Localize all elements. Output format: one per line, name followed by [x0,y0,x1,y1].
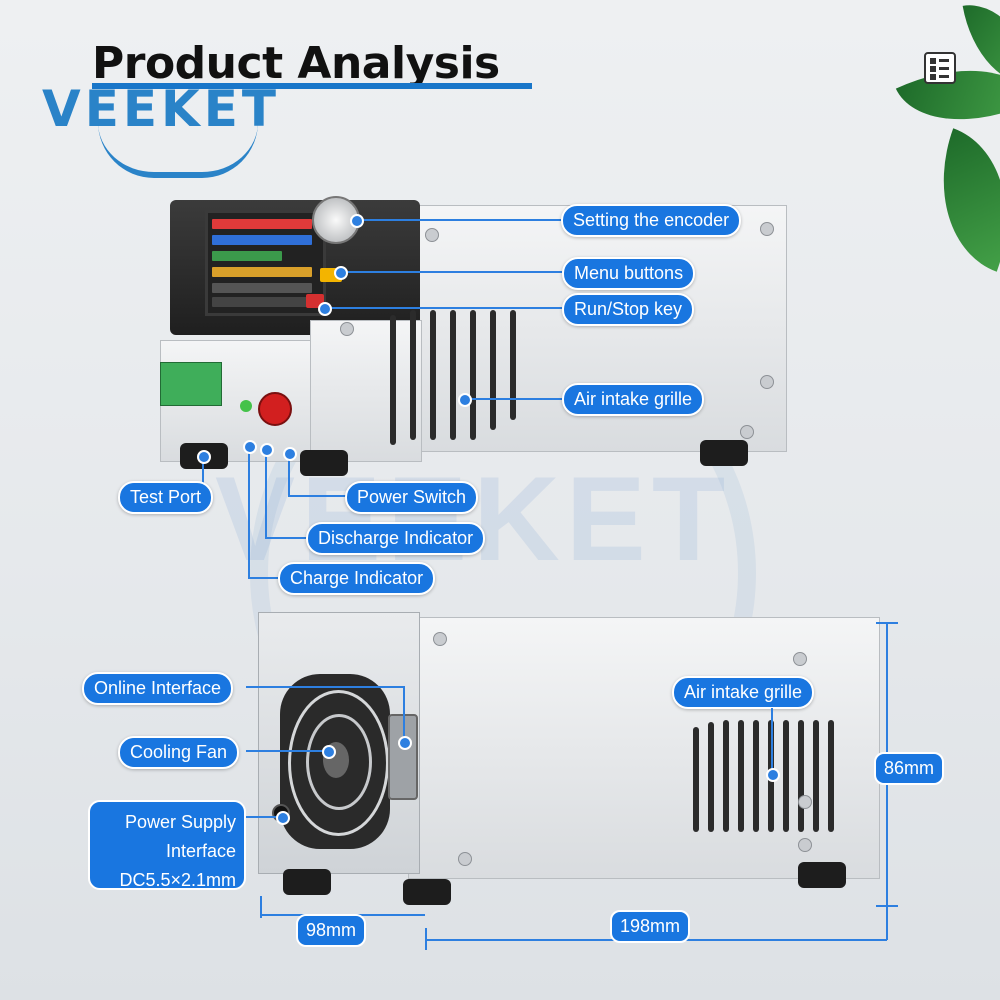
device-screen [205,210,326,316]
title-underline [92,83,532,89]
leaf-decoration [912,128,1000,272]
test-port-terminal [160,362,222,406]
label-power-switch: Power Switch [345,481,479,514]
brand-swoosh [98,122,258,178]
label-power-supply-interface: Power Supply Interface DC5.5×2.1mm [88,800,246,890]
label-air-intake-rear: Air intake grille [672,676,815,709]
label-run-stop-key: Run/Stop key [562,293,695,326]
label-charge-indicator: Charge Indicator [278,562,436,595]
encoder-knob [312,196,360,244]
psu-line-2: Interface [165,841,236,861]
label-test-port: Test Port [118,481,214,514]
menu-grid-icon[interactable] [924,52,956,84]
label-menu-buttons: Menu buttons [562,257,696,290]
label-discharge-indicator: Discharge Indicator [306,522,486,555]
power-switch-button [258,392,292,426]
psu-line-1: Power Supply [124,812,236,832]
dimension-width: 98mm [296,914,367,947]
page-title: Product Analysis [92,38,500,89]
charge-indicator-led [240,400,252,412]
dimension-depth: 198mm [610,910,691,943]
label-cooling-fan: Cooling Fan [118,736,240,769]
rear-device [258,612,883,907]
psu-line-3: DC5.5×2.1mm [119,870,236,890]
label-online-interface: Online Interface [82,672,234,705]
dimension-height: 86mm [874,752,945,785]
label-setting-encoder: Setting the encoder [561,204,742,237]
label-air-intake-front: Air intake grille [562,383,705,416]
